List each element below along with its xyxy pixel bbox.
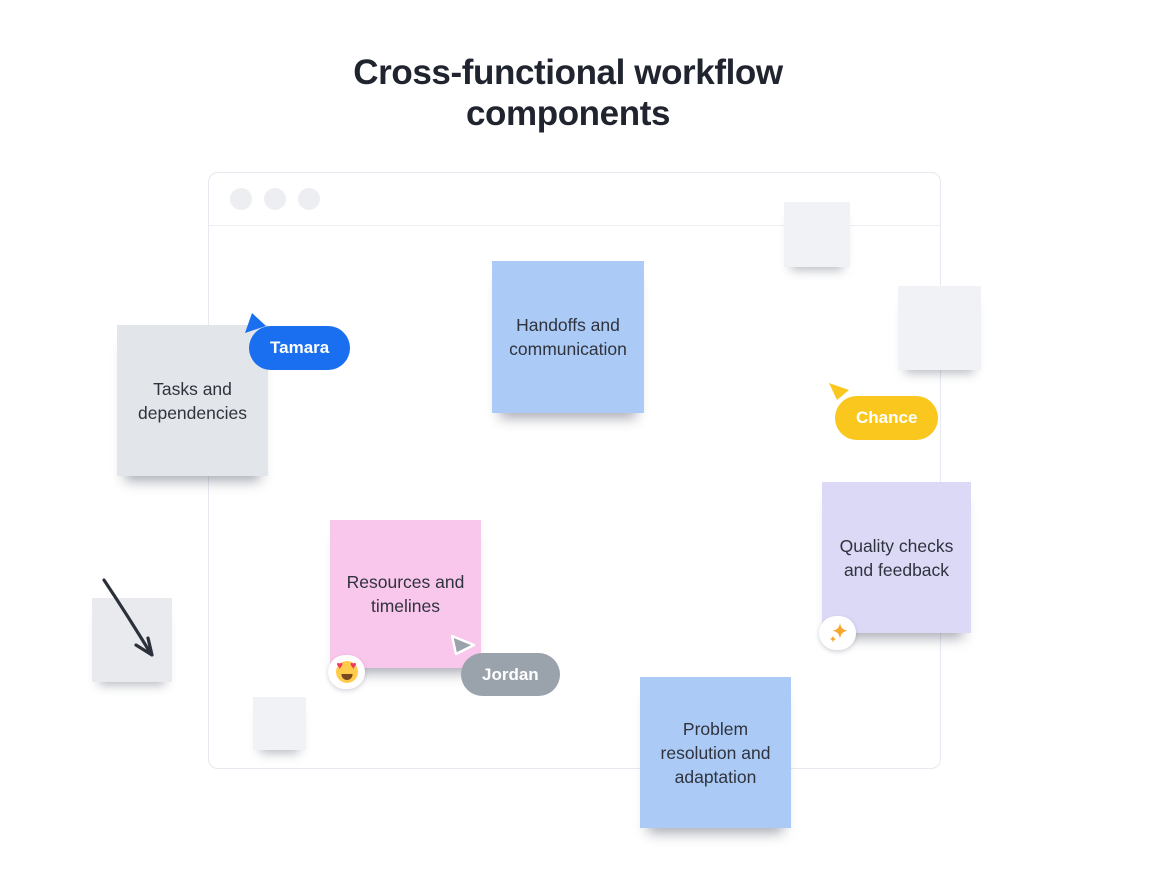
sticky-note-tasks[interactable]: Tasks and dependencies: [117, 325, 268, 476]
sticky-note-handoffs[interactable]: Handoffs and communication: [492, 261, 644, 413]
sticky-note-text: Handoffs and communication: [509, 315, 627, 359]
arrow-down-right-icon: [102, 578, 154, 657]
cursor-pointer-icon: [450, 634, 476, 656]
window-dot-icon[interactable]: [298, 188, 320, 210]
sparkle-emoji-icon: [829, 623, 848, 643]
window-titlebar: [209, 173, 940, 226]
arrow-annotation[interactable]: [96, 572, 160, 666]
sticky-note-problem[interactable]: Problem resolution and adaptation: [640, 677, 791, 828]
page-title: Cross-functional workflow components: [353, 53, 783, 133]
reaction-badge-heart-eyes[interactable]: ♥♥: [328, 655, 365, 689]
collaborator-cursor-label: Tamara: [249, 326, 351, 370]
sticky-note-text: Resources and timelines: [346, 572, 465, 616]
window-dot-icon[interactable]: [264, 188, 286, 210]
blank-sticky-note[interactable]: [898, 286, 981, 370]
sticky-note-text: Tasks and dependencies: [138, 378, 247, 423]
cursor-pointer-icon: [829, 383, 849, 400]
collaborator-cursor-label: Chance: [835, 396, 939, 440]
collaborator-name: Jordan: [482, 664, 539, 684]
sticky-note-text: Problem resolution and adaptation: [660, 718, 771, 787]
sticky-note-text: Quality checks and feedback: [839, 535, 954, 580]
window-dot-icon[interactable]: [230, 188, 252, 210]
sticky-note-quality[interactable]: Quality checks and feedback: [822, 482, 971, 633]
collaborator-name: Chance: [856, 408, 918, 427]
blank-sticky-note-with-arrow[interactable]: [92, 598, 172, 682]
blank-sticky-note[interactable]: [784, 202, 850, 267]
collaborator-name: Tamara: [270, 338, 330, 357]
heart-eyes-emoji-icon: ♥♥: [335, 661, 358, 683]
cursor-pointer-icon: [245, 313, 266, 333]
collaborator-cursor-label: Jordan: [461, 653, 560, 696]
blank-sticky-note[interactable]: [253, 697, 306, 750]
reaction-badge-sparkle[interactable]: [819, 616, 856, 650]
